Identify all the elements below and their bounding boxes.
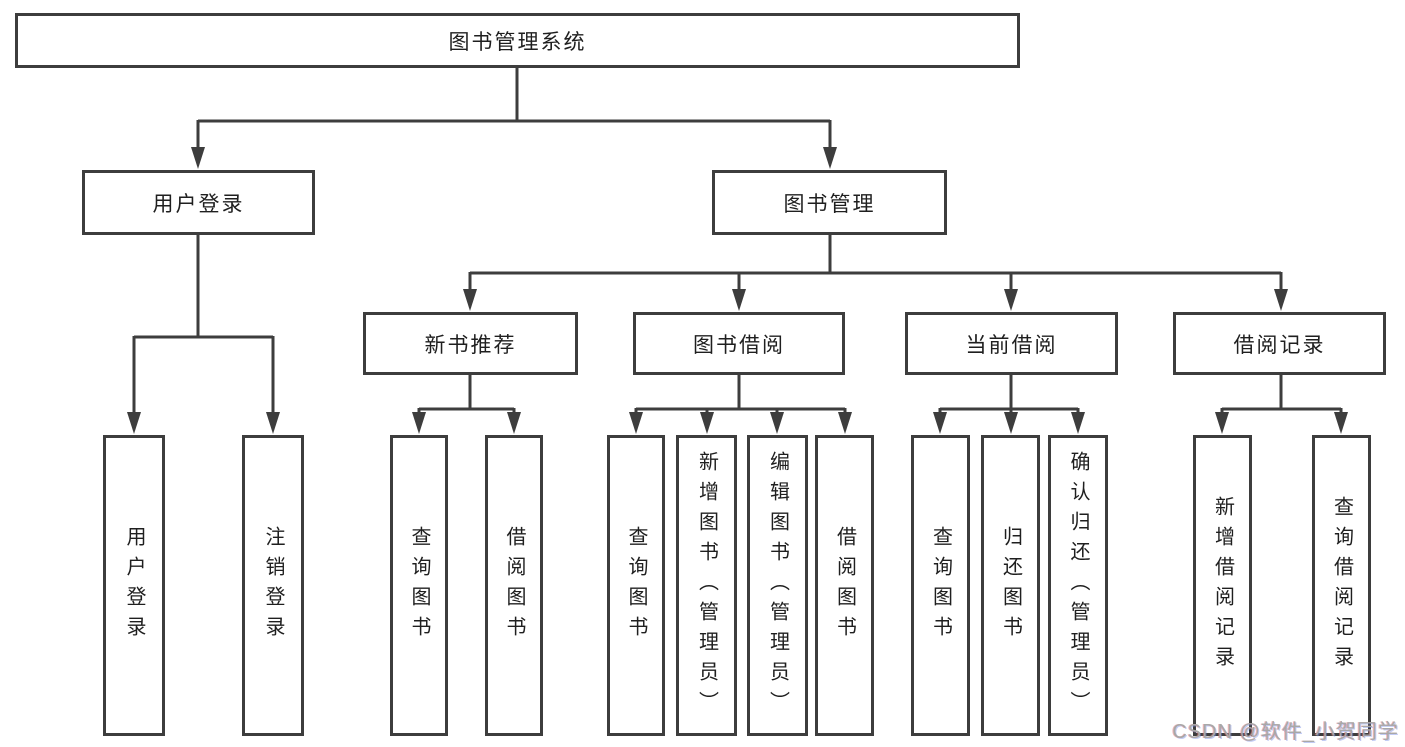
arrowhead [1334, 412, 1348, 434]
connector-borrowing-to-leaves [634, 375, 847, 413]
leaf-query-borrow-record: 查询借阅记录 [1312, 435, 1371, 736]
watermark: CSDN @软件_小贺同学 [1172, 721, 1399, 743]
arrowhead [1004, 412, 1018, 434]
leaf-add-books-admin: 新增图书（管理员） [676, 435, 737, 736]
leaf-confirm-return-admin: 确认归还（管理员） [1048, 435, 1108, 736]
node-book-borrowing: 图书借阅 [633, 312, 845, 375]
arrowhead [770, 412, 784, 434]
leaf-query-books-recommend: 查询图书 [390, 435, 448, 736]
arrowhead [629, 412, 643, 434]
arrowhead [933, 412, 947, 434]
node-borrowing-records: 借阅记录 [1173, 312, 1386, 375]
arrowhead [412, 412, 426, 434]
leaf-query-books-borrowing: 查询图书 [607, 435, 665, 736]
arrowhead [127, 412, 141, 434]
connector-userlogin-to-leaves [132, 235, 275, 413]
connector-newbooks-to-leaves [417, 375, 516, 413]
arrowhead [1274, 289, 1288, 311]
arrowhead [463, 289, 477, 311]
connector-current-to-leaves [938, 375, 1080, 413]
arrowhead [507, 412, 521, 434]
leaf-borrow-books-recommend: 借阅图书 [485, 435, 543, 736]
arrowhead [191, 147, 205, 169]
node-user-login: 用户登录 [82, 170, 315, 235]
arrowhead [732, 289, 746, 311]
arrowhead [1004, 289, 1018, 311]
leaf-add-borrow-record: 新增借阅记录 [1193, 435, 1252, 736]
node-book-management: 图书管理 [712, 170, 947, 235]
node-new-book-recommendation: 新书推荐 [363, 312, 578, 375]
arrowhead [838, 412, 852, 434]
arrowhead [266, 412, 280, 434]
arrowhead [1071, 412, 1085, 434]
arrowhead [1215, 412, 1229, 434]
leaf-user-login: 用户登录 [103, 435, 165, 736]
leaf-query-books-current: 查询图书 [911, 435, 970, 736]
leaf-borrow-books: 借阅图书 [815, 435, 874, 736]
leaf-edit-books-admin: 编辑图书（管理员） [747, 435, 808, 736]
node-current-borrowing: 当前借阅 [905, 312, 1118, 375]
connector-bookmgmt-to-level3 [468, 235, 1283, 290]
leaf-logout: 注销登录 [242, 435, 304, 736]
node-library-management-system: 图书管理系统 [15, 13, 1020, 68]
connector-records-to-leaves [1220, 375, 1343, 413]
arrowhead [823, 147, 837, 169]
arrowhead [700, 412, 714, 434]
leaf-return-books: 归还图书 [981, 435, 1040, 736]
connector-root-to-level2 [196, 68, 832, 148]
